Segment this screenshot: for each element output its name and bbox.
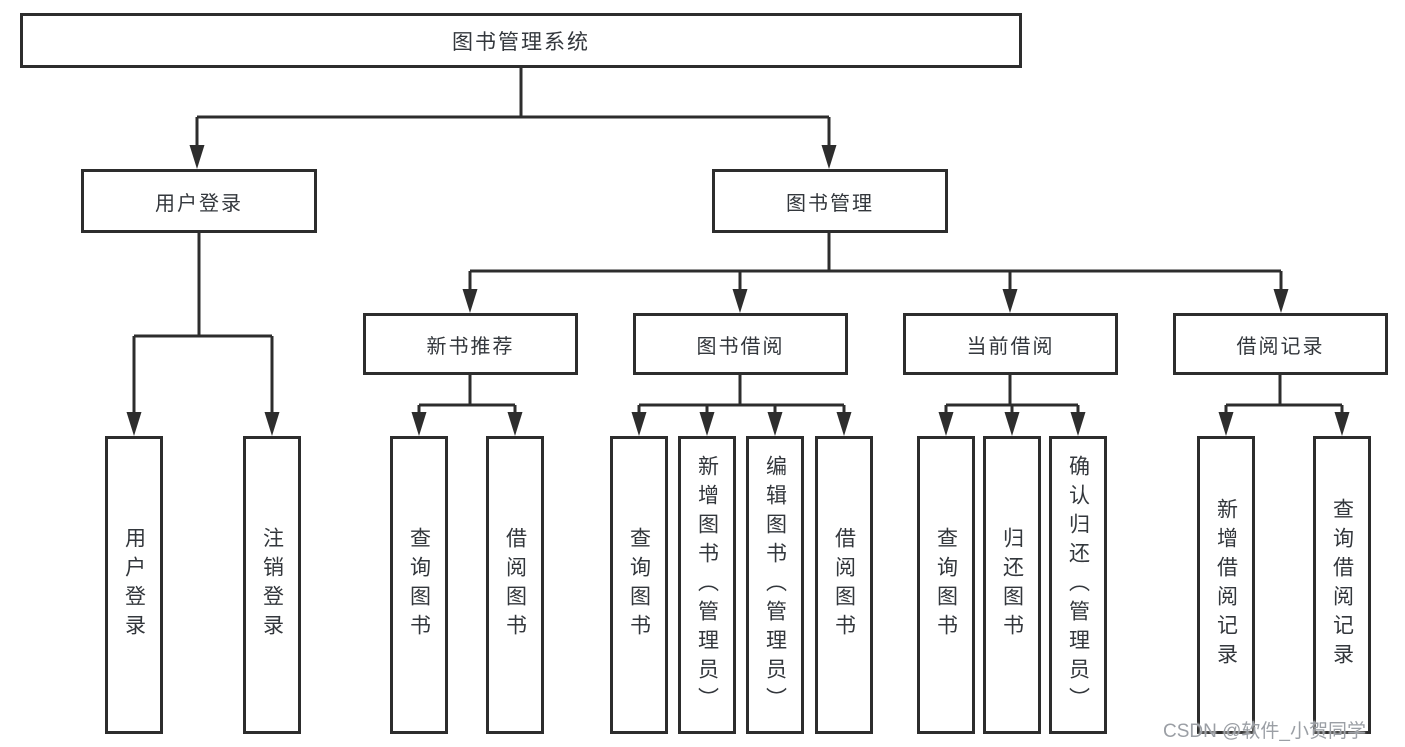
leaf-label: 查询图书 (407, 527, 431, 643)
leaf-label: 借阅图书 (503, 527, 527, 643)
leaf-borrow-books-recommend: 借阅图书 (486, 436, 544, 734)
leaf-logout: 注销登录 (243, 436, 301, 734)
leaf-query-borrow-record: 查询借阅记录 (1313, 436, 1371, 734)
leaf-label: 查询图书 (934, 527, 958, 643)
leaf-user-login: 用户登录 (105, 436, 163, 734)
leaf-edit-books-admin: 编辑图书（管理员） (746, 436, 804, 734)
leaf-query-books-current: 查询图书 (917, 436, 975, 734)
leaf-borrow-books: 借阅图书 (815, 436, 873, 734)
leaf-label: 查询图书 (627, 527, 651, 643)
leaf-add-books-admin: 新增图书（管理员） (678, 436, 736, 734)
leaf-label: 借阅图书 (832, 527, 856, 643)
leaf-label: 编辑图书（管理员） (763, 454, 787, 716)
leaf-label: 注销登录 (260, 527, 284, 643)
leaf-label: 用户登录 (122, 527, 146, 643)
leaf-return-books: 归还图书 (983, 436, 1041, 734)
node-label: 用户登录 (155, 192, 243, 215)
node-label: 借阅记录 (1236, 335, 1325, 358)
node-label: 新书推荐 (426, 335, 515, 358)
leaf-label: 新增图书（管理员） (695, 454, 719, 716)
leaf-label: 新增借阅记录 (1214, 498, 1238, 672)
leaf-confirm-return-admin: 确认归还（管理员） (1049, 436, 1107, 734)
node-label: 图书借阅 (696, 335, 785, 358)
node-new-book-recommendation: 新书推荐 (363, 313, 578, 375)
leaf-add-borrow-record: 新增借阅记录 (1197, 436, 1255, 734)
csdn-watermark: CSDN @软件_小贺同学 (1163, 721, 1366, 742)
node-library-management-system: 图书管理系统 (20, 13, 1022, 68)
node-book-management: 图书管理 (712, 169, 948, 233)
node-user-login: 用户登录 (81, 169, 317, 233)
node-label: 图书管理 (786, 192, 874, 215)
node-book-borrowing: 图书借阅 (633, 313, 848, 375)
leaf-query-books-recommend: 查询图书 (390, 436, 448, 734)
leaf-label: 查询借阅记录 (1330, 498, 1354, 672)
node-label: 图书管理系统 (452, 30, 590, 54)
node-label: 当前借阅 (966, 335, 1055, 358)
node-borrowing-records: 借阅记录 (1173, 313, 1388, 375)
leaf-label: 归还图书 (1000, 527, 1024, 643)
leaf-query-books-borrowing: 查询图书 (610, 436, 668, 734)
node-current-borrowing: 当前借阅 (903, 313, 1118, 375)
leaf-label: 确认归还（管理员） (1066, 454, 1090, 716)
